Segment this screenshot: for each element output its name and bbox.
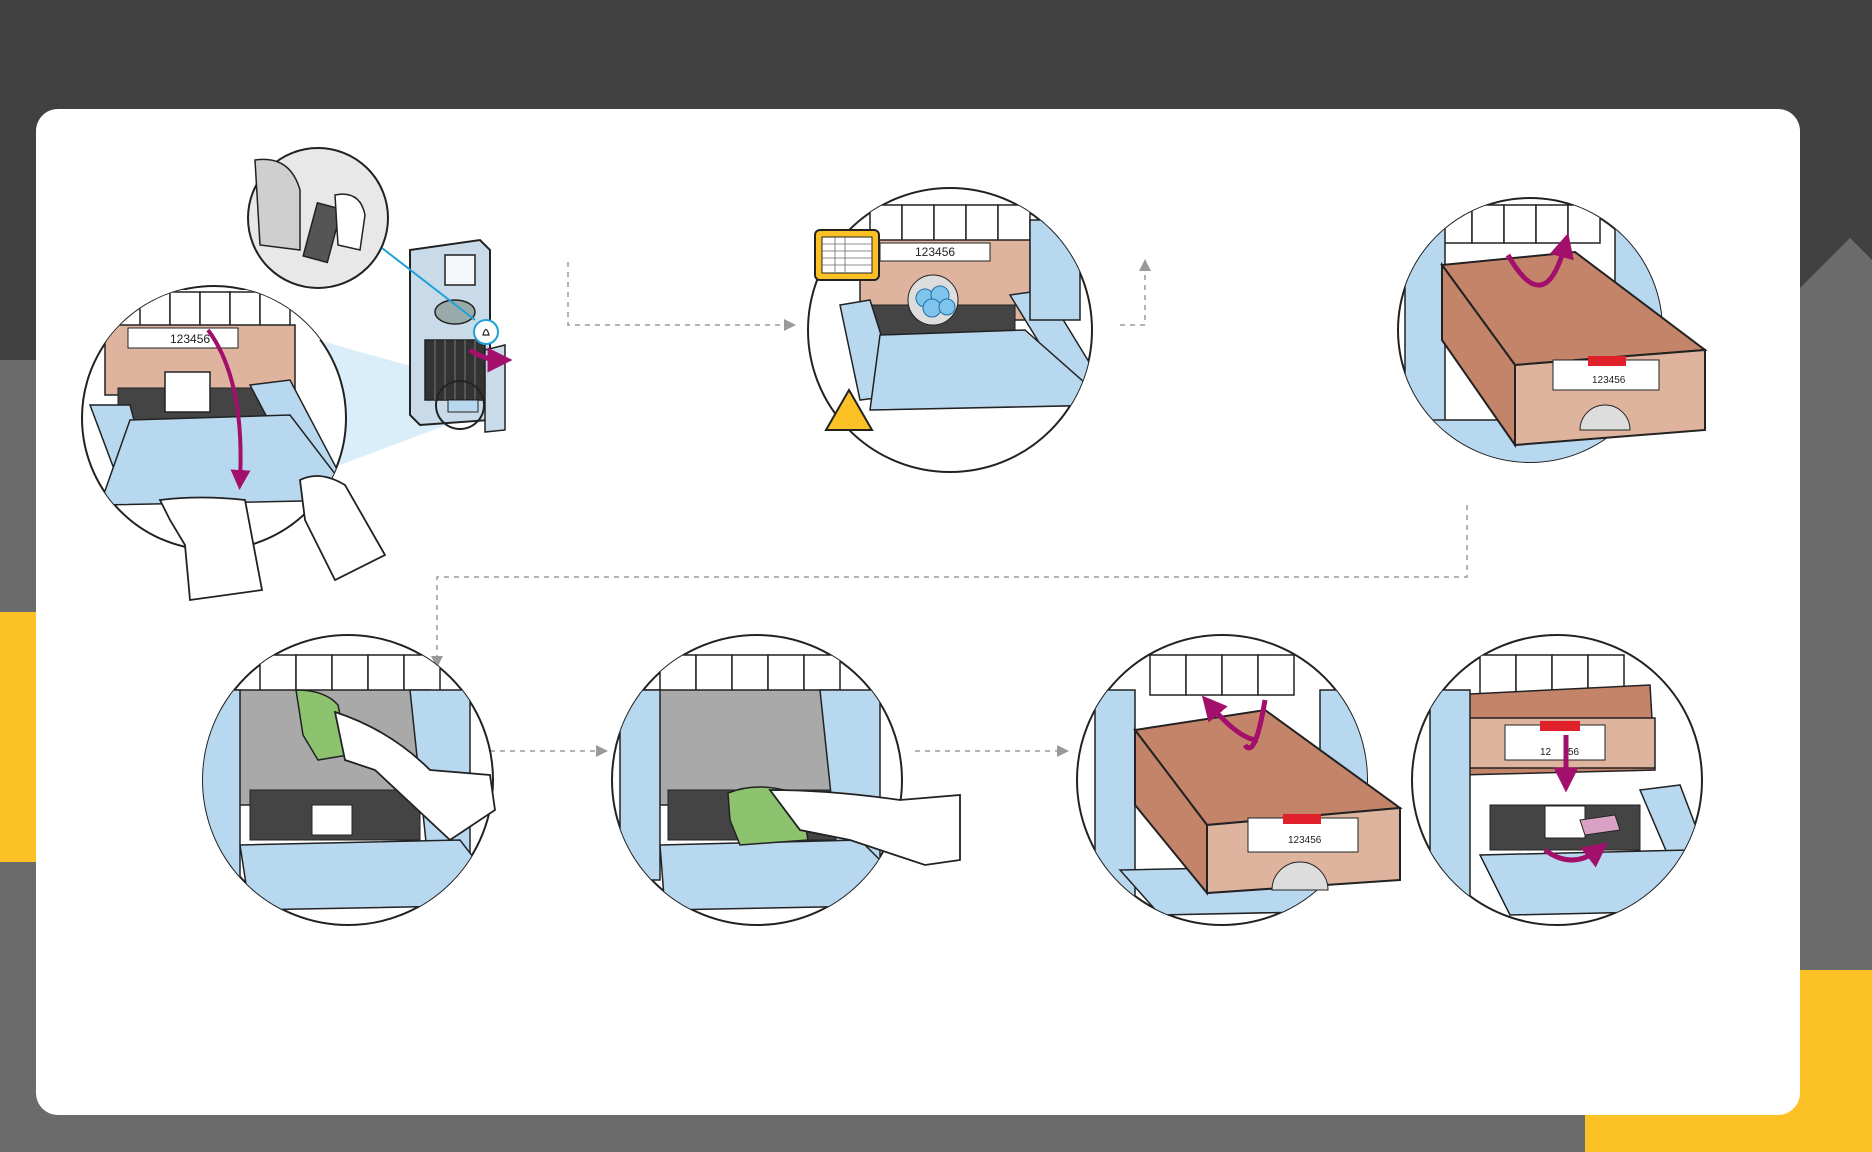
svg-text:123456: 123456 — [1592, 375, 1626, 386]
svg-text:12: 12 — [1540, 747, 1552, 758]
svg-text:123456: 123456 — [915, 245, 955, 259]
step-7-seat-box: 12 56 — [1412, 635, 1740, 925]
checklist-icon — [815, 230, 879, 280]
serial-label: 123456 — [170, 332, 210, 346]
step-1-open-drawer: 123456 — [80, 148, 505, 600]
glove-hand-icon — [300, 476, 385, 580]
step-4-wipe-walls — [200, 635, 510, 925]
step-3-remove-box: 123456 — [1398, 198, 1710, 465]
svg-text:123456: 123456 — [1288, 835, 1322, 846]
connector-2-3 — [1120, 265, 1145, 325]
step-2-inspect-ice: 123456 — [808, 188, 1110, 472]
glove-hand-icon — [160, 498, 262, 601]
machine-icon — [410, 240, 505, 432]
connector-3-4 — [437, 505, 1467, 662]
step-6-insert-box: 123456 — [1077, 635, 1400, 925]
connector-1-2 — [568, 262, 790, 325]
step-5-wipe-floor — [612, 635, 960, 925]
svg-text:56: 56 — [1568, 747, 1580, 758]
